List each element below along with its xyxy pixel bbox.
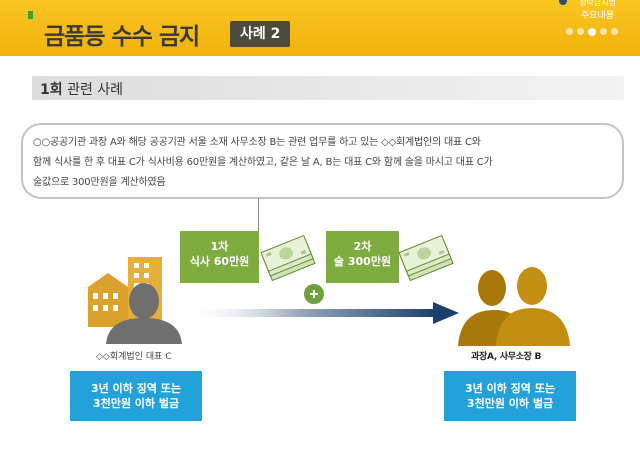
chapter-nav[interactable]: 청탁금지법 주요내용 (552, 0, 640, 36)
nav-dot-active[interactable] (588, 27, 596, 36)
description-line: 함께 식사를 한 후 대표 C가 식사비용 60만원을 계산하였고, 같은 날 … (33, 157, 493, 168)
giver-label: ◇◇회계법인 대표 C (96, 352, 172, 362)
case-description: ○○공공기관 과장 A와 해당 공공기관 서울 소재 사무소장 B는 관련 업무… (33, 133, 618, 193)
description-line: ○○공공기관 과장 A와 해당 공공기관 서울 소재 사무소장 B는 관련 업무… (33, 137, 481, 148)
plus-icon (302, 282, 326, 306)
penalty-line: 3천만원 이하 벌금 (92, 397, 180, 410)
nav-section-label: 주요내용 (580, 11, 614, 21)
step-order: 2차 (353, 240, 372, 253)
nav-page-dots (566, 21, 622, 36)
cash-stack-icon (398, 234, 454, 282)
page-header: 금품등 수수 금지 사례 2 청탁금지법 주요내용 (0, 0, 640, 56)
nav-marker-icon (559, 0, 567, 5)
connector-line (258, 198, 259, 231)
section-title-text: 관련 사례 (67, 82, 124, 98)
nav-dot[interactable] (577, 28, 584, 35)
penalty-line: 3년 이하 징역 또는 (91, 382, 181, 395)
cash-stack-icon (260, 234, 316, 282)
page-title: 금품등 수수 금지 (44, 24, 200, 50)
transfer-arrow-icon (183, 302, 459, 324)
description-line: 술값으로 300만원을 계산하였음 (33, 177, 166, 188)
step-detail: 술 300만원 (333, 255, 392, 268)
receiver-label: 과장A, 사무소장 B (471, 352, 542, 362)
step-detail: 식사 60만원 (189, 255, 250, 268)
penalty-box-giver: 3년 이하 징역 또는 3천만원 이하 벌금 (70, 371, 202, 421)
step-2-label: 2차 술 300만원 (326, 231, 399, 283)
penalty-box-receiver: 3년 이하 징역 또는 3천만원 이하 벌금 (444, 371, 576, 421)
penalty-line: 3천만원 이하 벌금 (466, 397, 554, 410)
receivers-people-icon (458, 267, 570, 346)
step-order: 1차 (210, 240, 229, 253)
section-title: 1회 관련 사례 (40, 79, 123, 99)
header-accent-mark (28, 11, 33, 19)
section-number: 1회 (40, 82, 63, 98)
nav-chapter-label: 청탁금지법 (579, 0, 616, 7)
step-1-label: 1차 식사 60만원 (180, 231, 259, 283)
nav-dot[interactable] (611, 28, 618, 35)
nav-dot[interactable] (566, 28, 573, 35)
giver-person-icon (106, 283, 182, 344)
section-bar: 1회 관련 사례 (32, 76, 624, 100)
case-description-box: ○○공공기관 과장 A와 해당 공공기관 서울 소재 사무소장 B는 관련 업무… (21, 123, 624, 199)
penalty-line: 3년 이하 징역 또는 (465, 382, 555, 395)
nav-dot[interactable] (600, 28, 607, 35)
case-badge: 사례 2 (230, 21, 291, 47)
